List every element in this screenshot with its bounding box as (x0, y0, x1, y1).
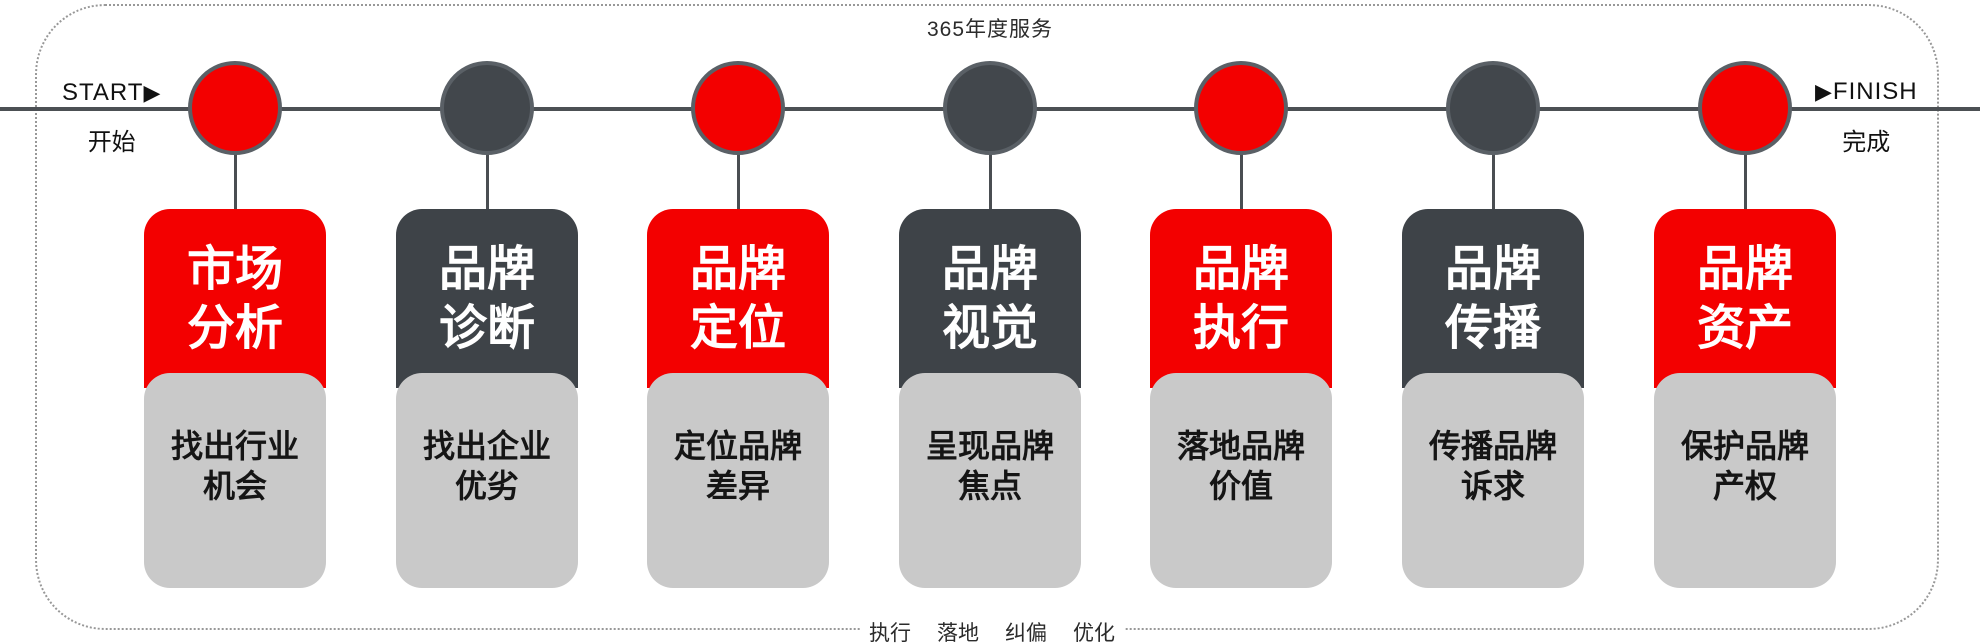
stage-card-header: 品牌 执行 (1150, 209, 1332, 388)
footer-label: 优化 (1073, 622, 1115, 644)
stage-title-line2: 视觉 (941, 301, 1038, 355)
timeline-stage: 品牌 执行 落地品牌 价值 (1150, 0, 1332, 644)
timeline-stage: 品牌 资产 保护品牌 产权 (1654, 0, 1836, 644)
node-connector-line (988, 150, 992, 212)
stage-title-line2: 诊断 (438, 301, 535, 355)
stage-card-header: 市场 分析 (144, 209, 326, 388)
start-block: START▶ 开始 (62, 79, 161, 157)
footer-label: 执行 (869, 622, 911, 644)
finish-sublabel: 完成 (1842, 129, 1891, 156)
stage-title-line2: 传播 (1444, 301, 1541, 355)
stage-card-header: 品牌 传播 (1402, 209, 1584, 388)
timeline-stage: 市场 分析 找出行业 机会 (144, 0, 326, 644)
timeline-stage: 品牌 诊断 找出企业 优劣 (396, 0, 578, 644)
stage-desc-line1: 找出企业 (422, 428, 551, 464)
stage-card-header: 品牌 资产 (1654, 209, 1836, 388)
stage-desc-line2: 差异 (705, 468, 770, 504)
stage-title-line1: 品牌 (1444, 242, 1541, 296)
start-sublabel: 开始 (87, 129, 136, 156)
node-connector-line (1239, 150, 1243, 212)
finish-text: FINISH (1832, 78, 1918, 105)
stage-desc-line1: 保护品牌 (1680, 428, 1809, 464)
stage-desc-line1: 传播品牌 (1428, 428, 1557, 464)
finish-label: ▶FINISH (1815, 78, 1918, 106)
stage-card-header: 品牌 视觉 (899, 209, 1081, 388)
stage-node-circle (1698, 61, 1792, 155)
stage-node-circle (943, 61, 1037, 155)
stage-desc-line2: 诉求 (1460, 468, 1525, 504)
stage-title-line2: 定位 (689, 301, 786, 355)
node-connector-line (485, 150, 489, 212)
stage-node-circle (1446, 61, 1540, 155)
footer-labels: 执行 落地 纠偏 优化 (860, 620, 1124, 644)
stage-desc-line2: 焦点 (957, 468, 1022, 504)
stage-card-body: 找出企业 优劣 (396, 373, 578, 588)
timeline-stage: 品牌 定位 定位品牌 差异 (647, 0, 829, 644)
stage-title-line2: 执行 (1192, 301, 1289, 355)
timeline-stage: 品牌 传播 传播品牌 诉求 (1402, 0, 1584, 644)
stage-desc-line1: 落地品牌 (1176, 428, 1305, 464)
stage-title-line1: 品牌 (1192, 242, 1289, 296)
stage-card-header: 品牌 定位 (647, 209, 829, 388)
finish-block: ▶FINISH 完成 (1815, 78, 1918, 157)
stage-title-line2: 分析 (186, 301, 283, 355)
stage-node-circle (1194, 61, 1288, 155)
footer-label: 落地 (937, 622, 979, 644)
stage-title-line1: 市场 (186, 242, 283, 296)
stage-title-line1: 品牌 (1696, 242, 1793, 296)
stage-desc-line2: 优劣 (454, 468, 519, 504)
stage-card-body: 呈现品牌 焦点 (899, 373, 1081, 588)
start-text: START (62, 79, 144, 106)
stage-title-line2: 资产 (1696, 301, 1793, 355)
stage-card-body: 落地品牌 价值 (1150, 373, 1332, 588)
stage-node-circle (440, 61, 534, 155)
stage-desc-line2: 价值 (1208, 468, 1273, 504)
stage-title-line1: 品牌 (689, 242, 786, 296)
stage-title-line1: 品牌 (941, 242, 1038, 296)
annual-service-label: 365年度服务 (926, 18, 1054, 41)
node-connector-line (1491, 150, 1495, 212)
stage-card-body: 定位品牌 差异 (647, 373, 829, 588)
stage-desc-line1: 定位品牌 (673, 428, 802, 464)
stage-desc-line2: 机会 (202, 468, 267, 504)
stage-card-body: 保护品牌 产权 (1654, 373, 1836, 588)
finish-arrow-icon: ▶ (1815, 79, 1833, 104)
node-connector-line (233, 150, 237, 212)
stage-node-circle (188, 61, 282, 155)
stage-node-circle (691, 61, 785, 155)
node-connector-line (736, 150, 740, 212)
stage-desc-line1: 呈现品牌 (925, 428, 1054, 464)
start-arrow-icon: ▶ (143, 80, 162, 105)
start-label: START▶ (62, 79, 161, 107)
footer-label: 纠偏 (1005, 622, 1047, 644)
stage-card-header: 品牌 诊断 (396, 209, 578, 388)
stage-card-body: 找出行业 机会 (144, 373, 326, 588)
timeline-stage: 品牌 视觉 呈现品牌 焦点 (899, 0, 1081, 644)
stage-title-line1: 品牌 (438, 242, 535, 296)
stage-card-body: 传播品牌 诉求 (1402, 373, 1584, 588)
stage-desc-line1: 找出行业 (170, 428, 299, 464)
node-connector-line (1743, 150, 1747, 212)
stage-desc-line2: 产权 (1712, 468, 1777, 504)
